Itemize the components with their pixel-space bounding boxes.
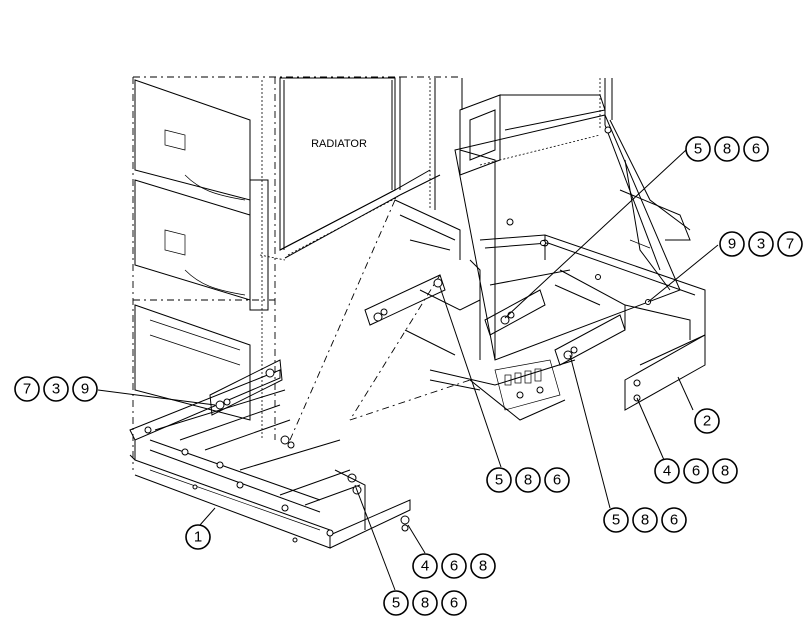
- callout-digit: 6: [752, 141, 760, 158]
- mounting-plate: [289, 199, 576, 441]
- callout-digit: 5: [392, 595, 400, 612]
- left-plate-bracket: [209, 359, 410, 532]
- left-base-frame: [129, 369, 411, 549]
- callout-468-bottom: 4 6 8: [412, 553, 496, 579]
- callout-digit: 6: [553, 472, 561, 489]
- callout-1: 1: [185, 524, 211, 550]
- left-cabinet: [134, 79, 269, 440]
- callout-digit: 8: [723, 141, 731, 158]
- callout-digit: 9: [728, 236, 736, 253]
- callout-digit: 5: [495, 472, 503, 489]
- callout-468-right: 4 6 8: [654, 458, 738, 484]
- callout-digit: 6: [450, 595, 458, 612]
- right-bracket: [624, 334, 706, 411]
- callout-digit: 1: [194, 529, 202, 546]
- callout-digit: 3: [757, 236, 765, 253]
- callout-digit: 4: [421, 558, 429, 575]
- left-mid-bracket: [364, 274, 446, 326]
- callout-digit: 5: [694, 141, 702, 158]
- callout-digit: 2: [703, 413, 711, 430]
- right-inner-bracket: [484, 289, 626, 366]
- callout-digit: 9: [81, 381, 89, 398]
- callout-digit: 3: [52, 381, 60, 398]
- callout-digit: 5: [612, 512, 620, 529]
- callout-586-bottom: 5 8 6: [383, 590, 467, 616]
- engine-housing-outline: [132, 76, 460, 470]
- callout-digit: 8: [641, 512, 649, 529]
- callout-digit: 7: [786, 236, 794, 253]
- callout-digit: 8: [479, 558, 487, 575]
- callout-digit: 8: [524, 472, 532, 489]
- callout-2: 2: [694, 408, 720, 434]
- callout-937: 9 3 7: [719, 231, 803, 257]
- callout-digit: 6: [450, 558, 458, 575]
- callout-digit: 6: [692, 463, 700, 480]
- radiator-label: RADIATOR: [311, 138, 367, 150]
- callout-586-top: 5 8 6: [685, 136, 769, 162]
- callout-digit: 7: [23, 381, 31, 398]
- electronics-cluster: [494, 359, 561, 411]
- radiator: RADIATOR: [259, 77, 441, 261]
- callout-586-center: 5 8 6: [486, 467, 570, 493]
- control-box: [454, 94, 691, 361]
- right-base-frame: [469, 234, 706, 366]
- leader-lines: [97, 149, 719, 591]
- callout-digit: 4: [663, 463, 671, 480]
- callout-digit: 8: [721, 463, 729, 480]
- callout-digit: 8: [421, 595, 429, 612]
- callout-586-lower-right: 5 8 6: [603, 507, 687, 533]
- center-columns: [394, 78, 613, 210]
- callout-digit: 6: [670, 512, 678, 529]
- callout-739: 7 3 9: [14, 376, 98, 402]
